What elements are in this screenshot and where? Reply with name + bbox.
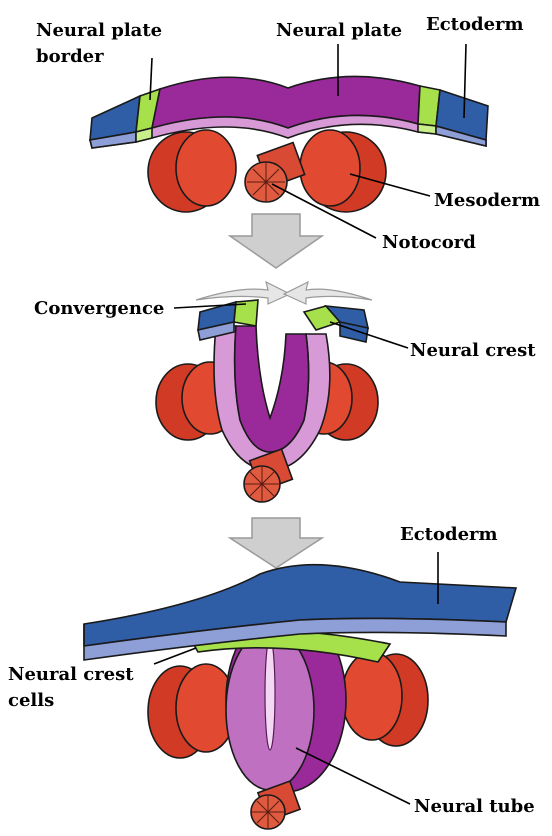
label-neural-plate-border-line2: border (36, 46, 104, 67)
label-convergence: Convergence (34, 298, 164, 319)
label-neural-crest-cells: Neural crest (8, 664, 134, 685)
stage-arrow-1 (230, 214, 322, 268)
mesoderm-left-block-3 (148, 664, 236, 758)
stage-arrow-2 (230, 518, 322, 568)
notocord-3 (251, 781, 300, 829)
mesoderm-right-block (300, 130, 386, 212)
stage-neural-tube (84, 565, 516, 829)
label-neural-tube: Neural tube (414, 796, 535, 817)
stage-convergence (156, 282, 378, 502)
label-ectoderm-top: Ectoderm (426, 14, 524, 35)
notocord-1 (245, 143, 305, 202)
label-ectoderm-bottom: Ectoderm (400, 524, 498, 545)
neural-tube-lumen (265, 638, 275, 750)
label-notocord: Notocord (382, 232, 476, 253)
label-mesoderm: Mesoderm (434, 190, 540, 211)
mesoderm-right-block-3 (342, 652, 428, 746)
label-neural-plate-border: Neural plate (36, 20, 162, 41)
mesoderm-left-block (148, 130, 236, 212)
convergence-arrow-right (284, 282, 372, 304)
label-neural-plate: Neural plate (276, 20, 402, 41)
label-neural-crest-cells-line2: cells (8, 690, 54, 711)
label-neural-crest: Neural crest (410, 340, 536, 361)
